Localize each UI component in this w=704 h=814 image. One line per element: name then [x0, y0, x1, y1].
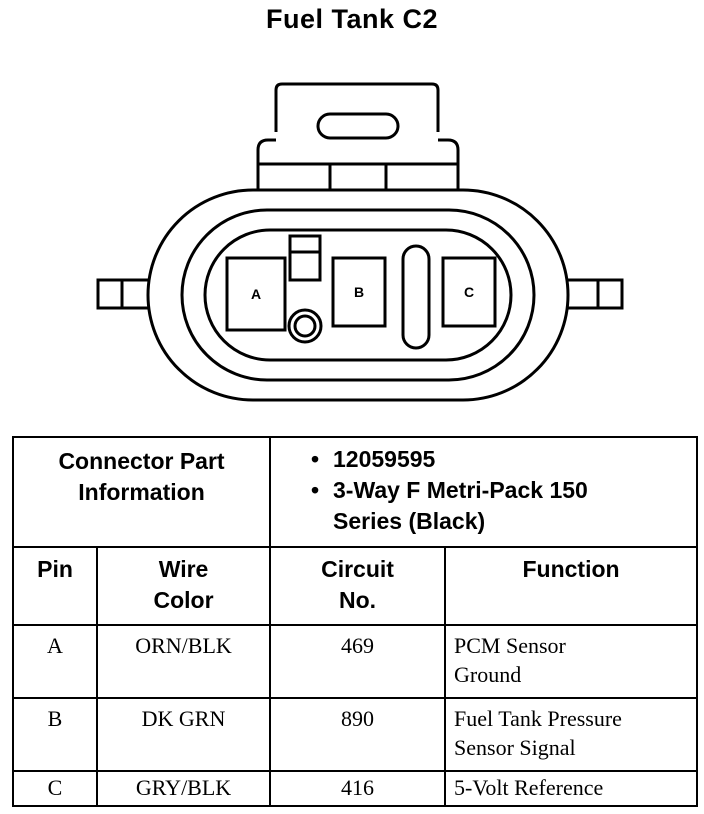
- part-info-values: •12059595 •3-Way F Metri-Pack 150 Series…: [269, 436, 699, 548]
- table-row: B DK GRN 890 Fuel Tank Pressure Sensor S…: [12, 697, 699, 772]
- part-number: •12059595: [311, 446, 436, 472]
- part-description: •3-Way F Metri-Pack 150: [311, 477, 588, 503]
- key-tab: [288, 234, 322, 282]
- pin-label-b: B: [354, 284, 364, 300]
- mount-tab-right: [596, 278, 624, 310]
- wire-color-cell: GRY/BLK: [95, 770, 272, 807]
- wire-color-cell: DK GRN: [95, 697, 272, 772]
- mount-tab-left: [96, 278, 124, 310]
- col-header-pin: Pin: [12, 546, 98, 626]
- pin-cell: C: [12, 770, 98, 807]
- connector-outer-shell: [146, 188, 570, 402]
- function-cell: PCM Sensor Ground: [444, 624, 699, 699]
- table-row: C GRY/BLK 416 5-Volt Reference: [12, 770, 699, 807]
- circuit-cell: 469: [269, 624, 447, 699]
- part-info-label: Connector Part Information: [11, 436, 272, 548]
- connector-info-table: Connector Part Information •12059595 •3-…: [11, 436, 699, 807]
- circuit-cell: 416: [269, 770, 447, 807]
- circuit-cell: 890: [269, 697, 447, 772]
- pin-label-a: A: [251, 286, 261, 302]
- pin-cell: A: [12, 624, 98, 699]
- function-cell: Fuel Tank Pressure Sensor Signal: [444, 697, 699, 772]
- part-info-row: Connector Part Information •12059595 •3-…: [11, 436, 699, 548]
- col-header-circuit: Circuit No.: [269, 546, 447, 626]
- latch-tab-left: [256, 138, 276, 190]
- pin-cavity-b: [331, 256, 387, 328]
- table-row: A ORN/BLK 469 PCM Sensor Ground: [12, 624, 699, 699]
- latch-slot: [316, 112, 400, 140]
- connector-inner-shell: [180, 208, 536, 382]
- pin-cavity-a: [225, 256, 287, 332]
- connector-pin-face: [203, 228, 513, 362]
- pin-cell: B: [12, 697, 98, 772]
- col-header-function: Function: [444, 546, 699, 626]
- part-description-cont: Series (Black): [333, 508, 486, 534]
- connector-latch: [274, 82, 440, 132]
- page-title: Fuel Tank C2: [265, 4, 439, 34]
- round-key: [287, 308, 323, 344]
- col-header-wire-color: Wire Color: [95, 546, 272, 626]
- connector-diagram: A B C: [96, 82, 624, 402]
- polarizing-slot: [401, 244, 431, 350]
- pin-label-c: C: [464, 284, 474, 300]
- function-cell: 5-Volt Reference: [444, 770, 699, 807]
- pin-cavity-c: [441, 256, 497, 328]
- column-header-row: Pin Wire Color Circuit No. Function: [12, 546, 699, 626]
- latch-tab-right: [438, 138, 460, 190]
- wire-color-cell: ORN/BLK: [95, 624, 272, 699]
